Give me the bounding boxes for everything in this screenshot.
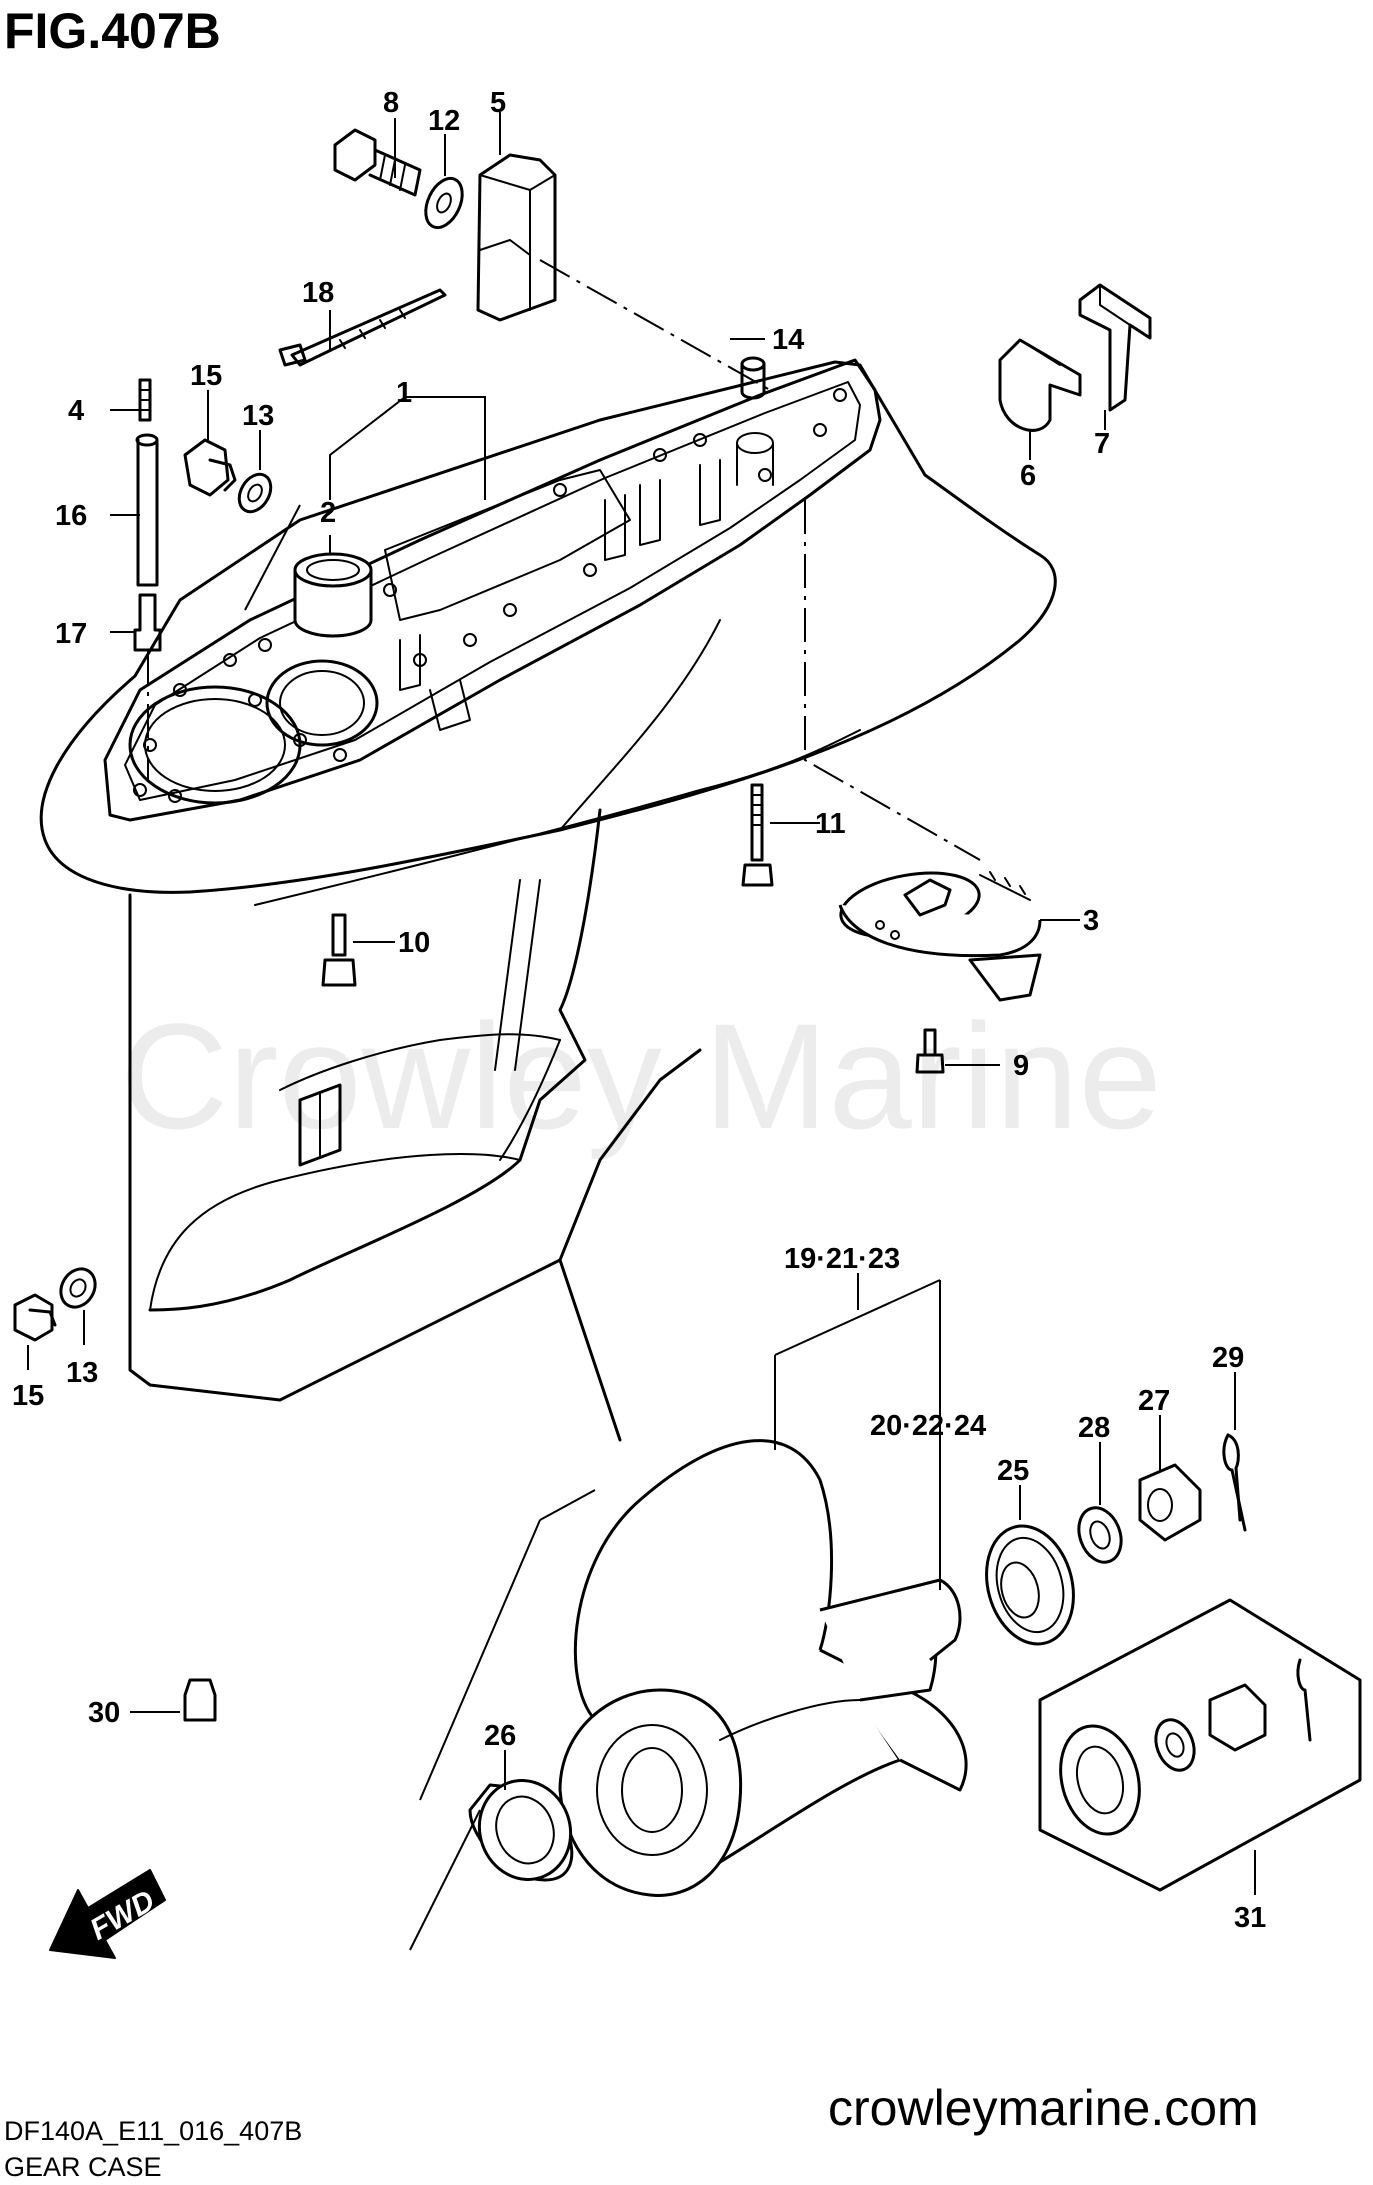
leader-lines xyxy=(27,112,1256,1951)
cover-part-5 xyxy=(476,153,557,322)
clip-part-6 xyxy=(998,338,1082,432)
callout-1: 1 xyxy=(396,377,412,409)
callout-14: 14 xyxy=(772,324,804,356)
cable-tie-part-18 xyxy=(278,288,447,367)
grommet-part-17 xyxy=(133,593,162,652)
nut-part-27 xyxy=(1138,1463,1202,1542)
callout-7: 7 xyxy=(1094,428,1110,460)
plug-part-15-bottom xyxy=(13,1293,57,1342)
pipe-part-16 xyxy=(135,433,159,587)
trim-tab-part-3 xyxy=(838,871,1042,1002)
bolt-part-8 xyxy=(333,128,422,197)
plug-part-30 xyxy=(183,1678,217,1722)
bolt-part-9 xyxy=(915,1028,945,1074)
callout-5: 5 xyxy=(490,87,506,119)
callout-6: 6 xyxy=(1020,460,1036,492)
washer-part-28 xyxy=(1077,1506,1123,1564)
callout-25: 25 xyxy=(997,1455,1029,1487)
stud-part-4 xyxy=(138,378,152,422)
diagram-code: DF140A_E11_016_407B xyxy=(4,2116,302,2146)
bolt-part-11 xyxy=(741,783,774,887)
callout-17: 17 xyxy=(55,618,87,650)
gasket-part-13-top xyxy=(237,472,273,514)
plug-part-15-top xyxy=(183,438,237,497)
fwd-arrow: FWD xyxy=(49,1869,166,1959)
propeller xyxy=(558,1439,968,1898)
callout-8: 8 xyxy=(383,87,399,119)
callout-29: 29 xyxy=(1212,1342,1244,1374)
callout-31: 31 xyxy=(1234,1902,1266,1934)
callout-3: 3 xyxy=(1083,905,1099,937)
callout-27: 27 xyxy=(1138,1385,1170,1417)
pin-part-14 xyxy=(740,356,766,400)
callout-9: 9 xyxy=(1013,1050,1029,1082)
callout-19-21-23: 19·21·23 xyxy=(784,1243,900,1275)
watermark: Crowley Marine xyxy=(120,992,1162,1160)
callout-13-top: 13 xyxy=(242,400,274,432)
bolt-part-10 xyxy=(321,913,357,987)
washer-part-12 xyxy=(424,176,464,230)
callout-18: 18 xyxy=(302,277,334,309)
callout-26: 26 xyxy=(484,1720,516,1752)
website-link[interactable]: crowleymarine.com xyxy=(828,2080,1259,2136)
spacer-part-25 xyxy=(985,1524,1075,1646)
callout-12: 12 xyxy=(428,105,460,137)
callout-16: 16 xyxy=(55,500,87,532)
kit-box-part-31 xyxy=(1038,1598,1362,1892)
callout-15-top: 15 xyxy=(190,360,222,392)
callout-20-22-24: 20·22·24 xyxy=(870,1410,986,1442)
front-spacer-part-26 xyxy=(468,1779,574,1882)
callout-28: 28 xyxy=(1078,1412,1110,1444)
cotter-pin-part-29 xyxy=(1222,1433,1247,1532)
callout-4: 4 xyxy=(68,395,84,427)
callouts: 8 12 5 18 14 15 4 13 1 6 7 16 2 17 11 3 … xyxy=(12,87,1266,1934)
gasket-part-13-bottom xyxy=(59,1267,97,1309)
callout-30: 30 xyxy=(88,1697,120,1729)
gear-case-housing xyxy=(39,358,1057,1442)
callout-2: 2 xyxy=(320,497,336,529)
bushing-part-2 xyxy=(293,552,373,638)
figure-title: FIG.407B xyxy=(4,3,221,59)
callout-11: 11 xyxy=(815,808,846,840)
callout-15-bottom: 15 xyxy=(12,1380,44,1412)
callout-13-bottom: 13 xyxy=(66,1357,98,1389)
section-name: GEAR CASE xyxy=(4,2152,162,2182)
clip-part-7 xyxy=(1078,283,1152,412)
callout-10: 10 xyxy=(398,927,430,959)
